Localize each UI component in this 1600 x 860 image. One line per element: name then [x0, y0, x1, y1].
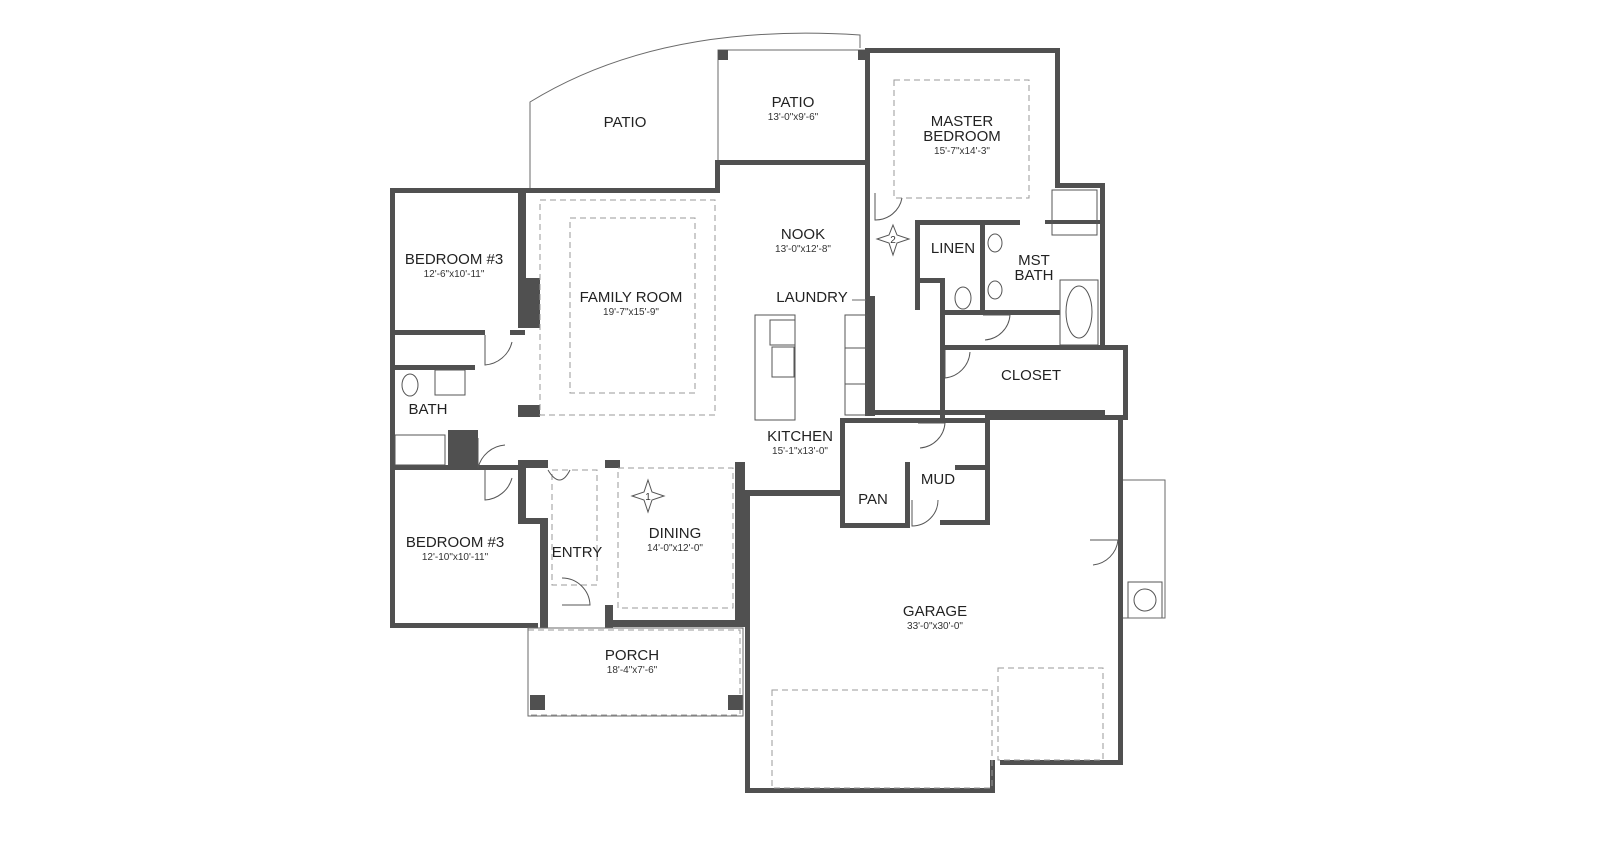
mst-bath-name-2: BATH	[1015, 267, 1054, 284]
kitchen-dim: 15'-1"x13'-0"	[772, 446, 828, 457]
porch-name: PORCH	[605, 647, 659, 664]
family-room-dim: 19'-7"x15'-9"	[603, 307, 659, 318]
patio-right-name: PATIO	[772, 94, 815, 111]
laundry-name: LAUNDRY	[776, 289, 847, 306]
master-bedroom-name-1: MASTER	[931, 113, 994, 130]
bedroom-upper-dim: 12'-6"x10'-11"	[424, 269, 485, 280]
kitchen-name: KITCHEN	[767, 428, 833, 445]
bath-name: BATH	[409, 401, 448, 418]
nook-dim: 13'-0"x12'-8"	[775, 244, 831, 255]
bedroom-lower-name: BEDROOM #3	[406, 534, 504, 551]
entry-name: ENTRY	[552, 544, 603, 561]
door-swings	[477, 193, 1119, 606]
family-room-name: FAMILY ROOM	[580, 289, 683, 306]
mud-name: MUD	[921, 471, 955, 488]
garage-name: GARAGE	[903, 603, 967, 620]
marker-1-label: 1	[645, 492, 651, 503]
dining-dim: 14'-0"x12'-0"	[647, 543, 703, 554]
ceiling-lines	[527, 79, 1104, 789]
marker-2-label: 2	[890, 235, 896, 246]
closet-name: CLOSET	[1001, 367, 1061, 384]
patio-left-outline	[529, 32, 861, 188]
porch-posts	[527, 627, 744, 717]
garage-dim: 33'-0"x30'-0"	[907, 621, 963, 632]
bath-fixtures	[394, 189, 1166, 619]
bedroom-upper-name: BEDROOM #3	[405, 251, 503, 268]
ceiling-marker-2: 2	[875, 223, 911, 257]
pan-name: PAN	[858, 491, 888, 508]
kitchen-island	[754, 314, 868, 421]
linen-name: LINEN	[931, 240, 975, 257]
dining-name: DINING	[649, 525, 702, 542]
porch-dim: 18'-4"x7'-6"	[607, 665, 658, 676]
nook-name: NOOK	[781, 226, 825, 243]
bedroom-lower-dim: 12'-10"x10'-11"	[422, 552, 489, 563]
mst-bath-name-1: MST	[1018, 252, 1050, 269]
ceiling-marker-1: 1	[630, 478, 666, 514]
patio-left-name: PATIO	[604, 114, 647, 131]
master-bedroom-dim: 15'-7"x14'-3"	[934, 146, 990, 157]
master-bedroom-name-2: BEDROOM	[923, 128, 1001, 145]
interior-walls	[390, 193, 1105, 628]
patio-right-dim: 13'-0"x9'-6"	[768, 112, 819, 123]
room-labels: PATIO PATIO 13'-0"x9'-6" MASTER BEDROOM …	[405, 94, 1061, 676]
exterior-walls	[390, 48, 1128, 793]
